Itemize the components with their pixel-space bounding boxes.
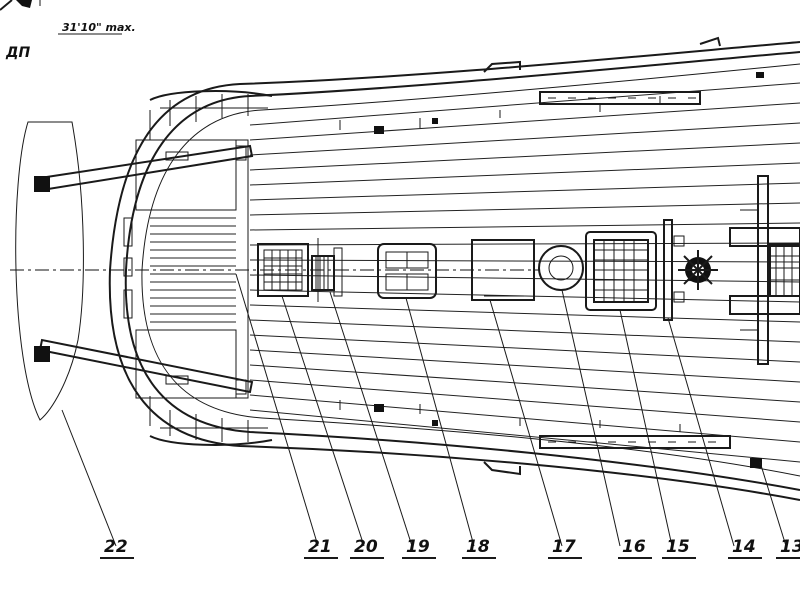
callout-13: 13 xyxy=(780,537,800,557)
callout-22: 22 xyxy=(104,537,128,557)
port-lids-bottom xyxy=(539,435,731,449)
rail-fittings xyxy=(374,72,764,468)
callout-numbers: 22 21 20 19 18 17 16 15 14 13 xyxy=(100,537,800,559)
callout-19: 19 xyxy=(406,537,430,557)
deck-hatch-cover xyxy=(471,239,535,301)
ships-boat-outline xyxy=(15,121,84,421)
mast-bitts xyxy=(663,219,718,321)
callout-18: 18 xyxy=(466,537,490,557)
boat-davits xyxy=(34,144,254,395)
skylight xyxy=(377,243,437,299)
corner-arrow-icon xyxy=(0,0,41,11)
callout-20: 20 xyxy=(354,537,378,557)
callout-16: 16 xyxy=(622,537,646,557)
round-hatch xyxy=(538,245,584,291)
callout-14: 14 xyxy=(732,537,756,557)
centerline-label: ДП xyxy=(5,45,30,61)
capstan xyxy=(311,238,343,302)
mainmast-structure xyxy=(729,175,800,365)
port-lids-top xyxy=(539,91,701,105)
leader-lines xyxy=(61,273,787,547)
callout-21: 21 xyxy=(308,537,332,557)
grating-hatch-main xyxy=(585,231,657,311)
grating-hatch-aft xyxy=(257,243,309,297)
scale-note: 31'10" max. xyxy=(62,21,136,34)
callout-15: 15 xyxy=(666,537,690,557)
callout-17: 17 xyxy=(552,537,576,557)
stern-frame xyxy=(123,90,273,446)
